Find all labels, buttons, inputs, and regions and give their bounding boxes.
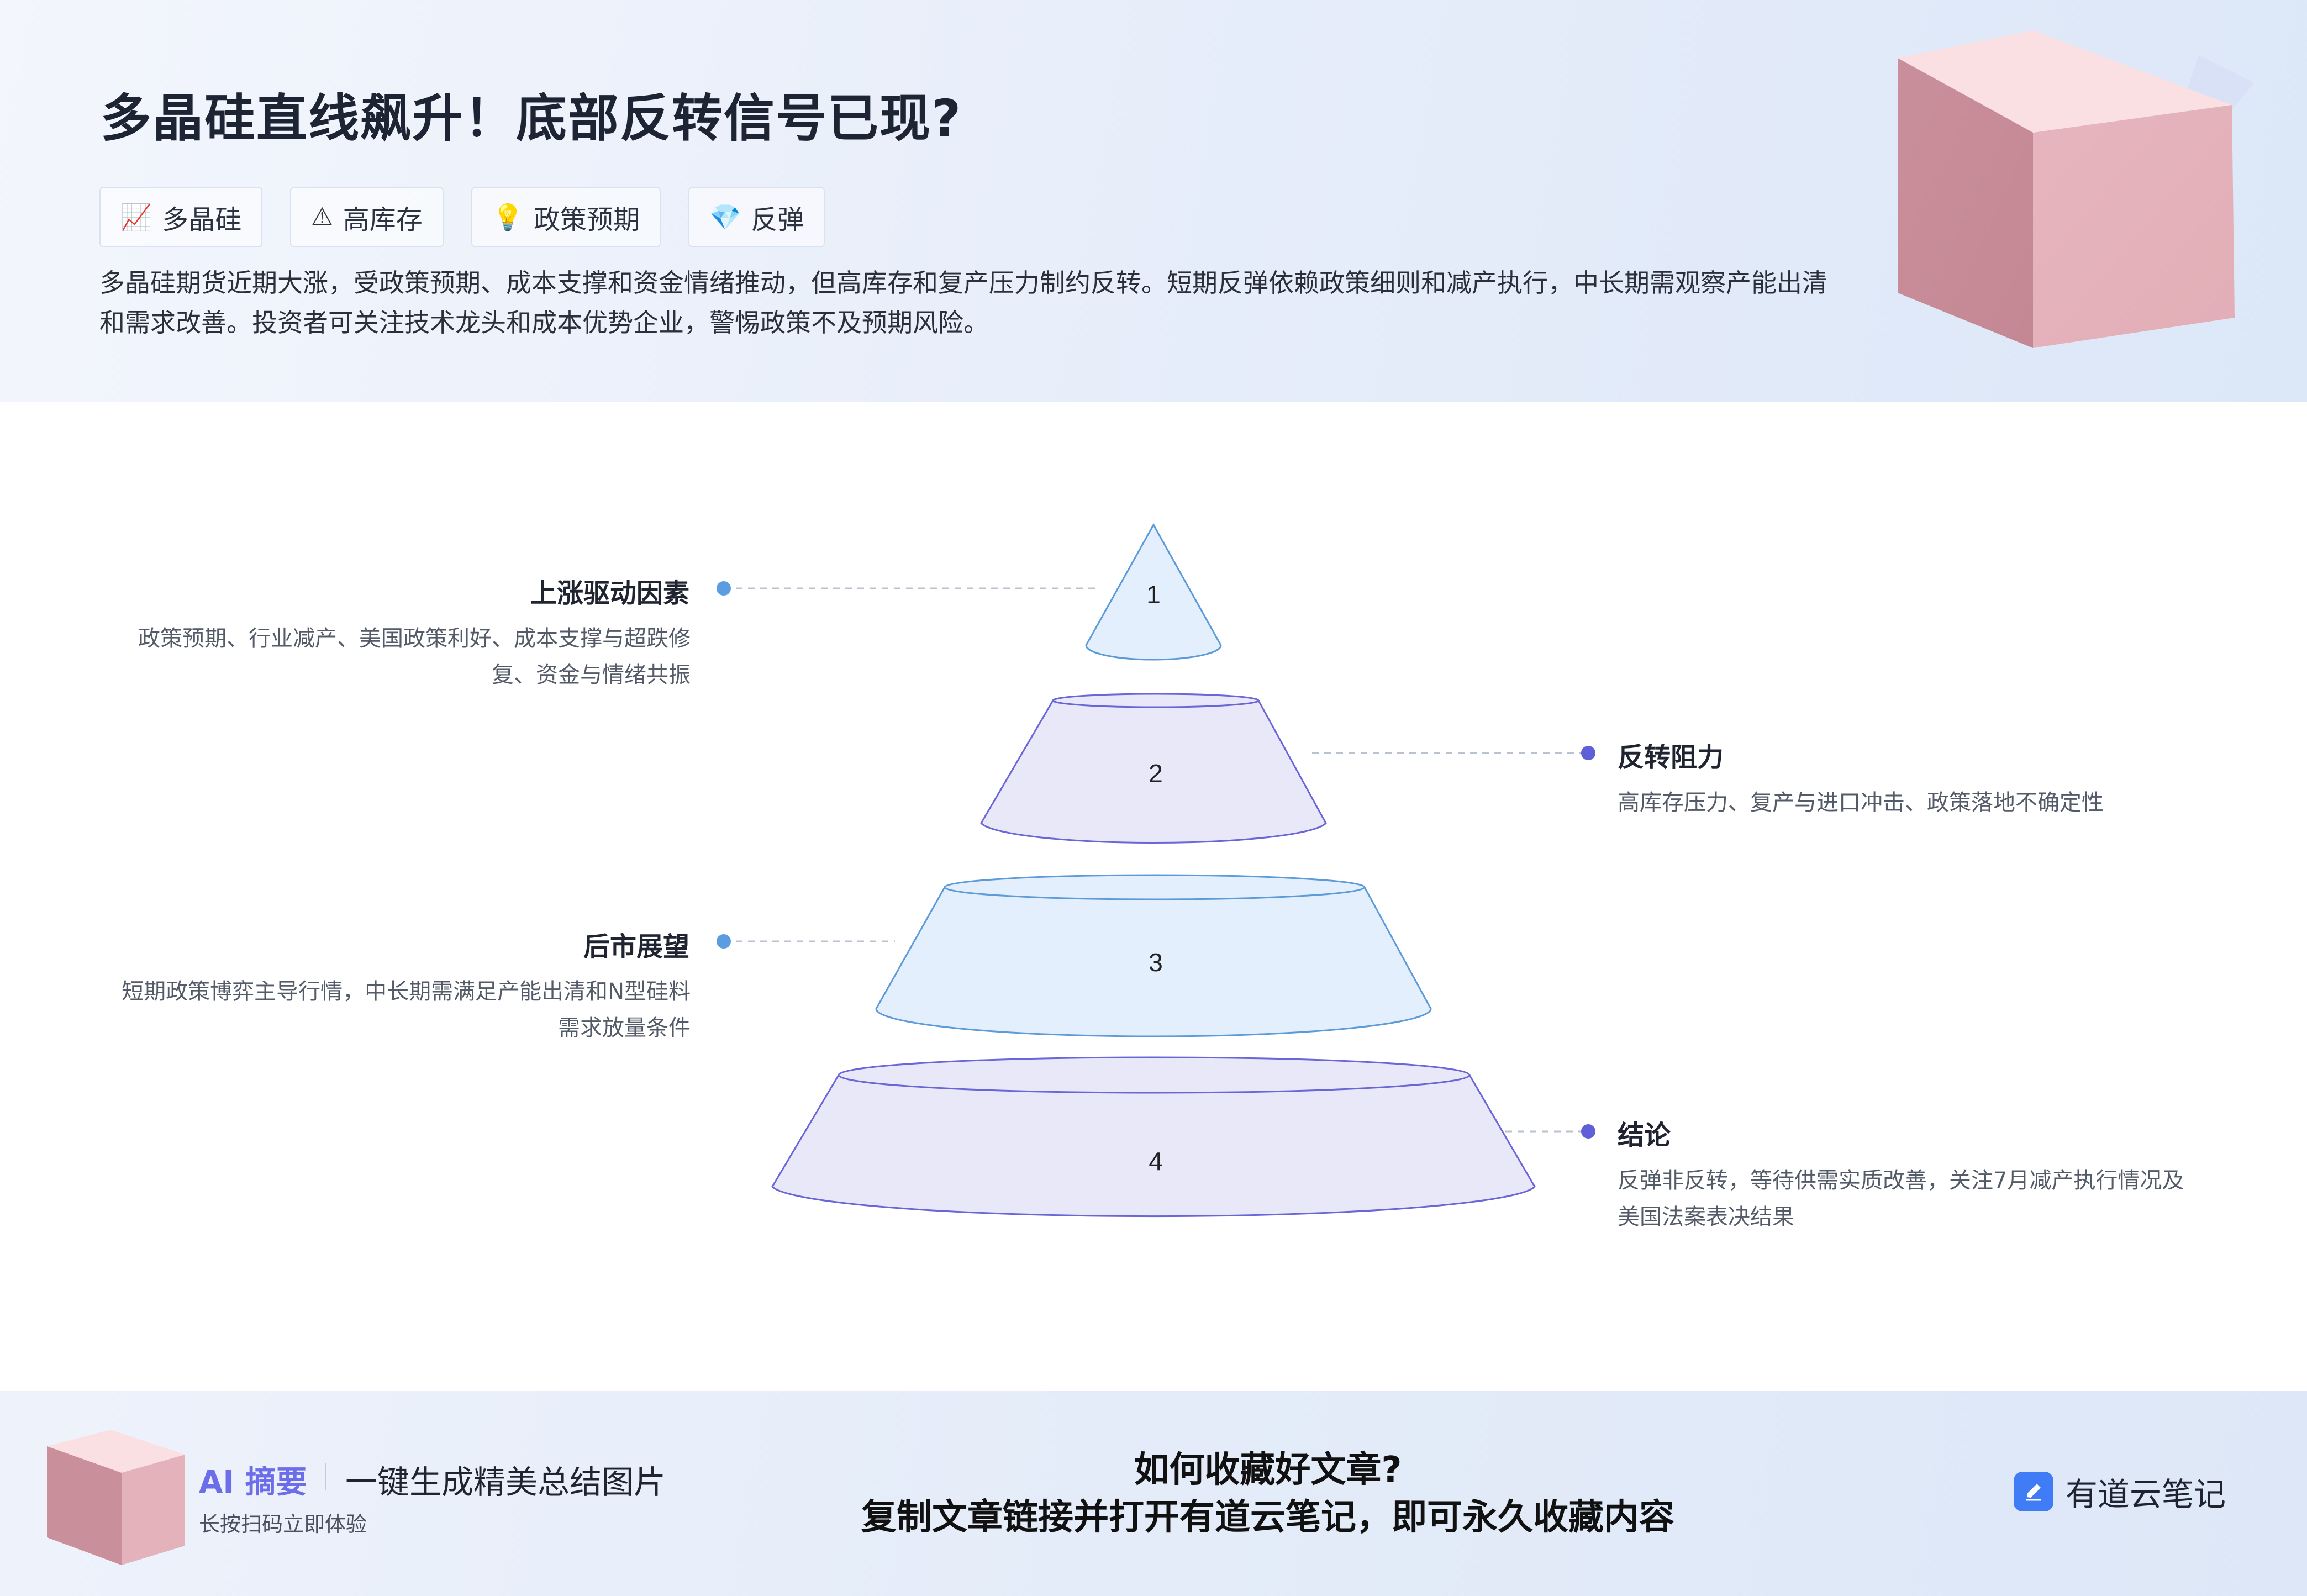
- cube-small-illustration: [47, 1430, 185, 1565]
- level-3-description: 短期政策博弈主导行情，中长期需满足产能出清和N型硅料需求放量条件: [122, 979, 691, 1041]
- tag-label: 政策预期: [534, 204, 640, 235]
- tag-label: 反弹: [751, 204, 804, 235]
- tag-label: 多晶硅: [162, 204, 242, 235]
- level-3-dot: [717, 934, 731, 949]
- pyramid-level-4: [771, 1056, 1536, 1218]
- pyramid-diagram: 1 2 3 4 上涨驱动因素 政策预期、行业减产、美国政策利好、成本支撑与超跌修…: [0, 402, 2307, 1391]
- pyramid-level-2: [980, 693, 1327, 844]
- brand-youdao-note[interactable]: 有道云笔记: [2014, 1468, 2226, 1515]
- level-2-title: 反转阻力: [1618, 742, 1724, 773]
- pyramid-svg: 1 2 3 4: [717, 523, 1595, 1218]
- tag-polysilicon[interactable]: 📈 多晶硅: [99, 187, 263, 247]
- cta-line-2: 复制文章链接并打开有道云笔记，即可永久收藏内容: [861, 1497, 1674, 1538]
- footer-divider: [325, 1463, 326, 1490]
- level-2-number: 2: [1149, 759, 1163, 788]
- level-4-dot: [1581, 1124, 1595, 1139]
- level-4-description: 反弹非反转，等待供需实质改善，关注7月减产执行情况及美国法案表决结果: [1618, 1168, 2184, 1230]
- page-title: 多晶硅直线飙升！底部反转信号已现?: [101, 89, 962, 148]
- footer: AI 摘要 一键生成精美总结图片 长按扫码立即体验 如何收藏好文章? 复制文章链…: [0, 1391, 2307, 1596]
- warning-icon: ⚠: [311, 203, 333, 231]
- level-1-title: 上涨驱动因素: [530, 578, 689, 609]
- lightbulb-icon: 💡: [492, 202, 524, 232]
- level-1-dot: [717, 581, 731, 596]
- brand-name: 有道云笔记: [2066, 1476, 2226, 1513]
- tag-high-inventory[interactable]: ⚠ 高库存: [290, 187, 444, 247]
- level-3-number: 3: [1149, 948, 1163, 977]
- scan-hint: 长按扫码立即体验: [199, 1512, 367, 1536]
- cube-illustration: [1898, 30, 2254, 348]
- level-4-number: 4: [1149, 1147, 1163, 1176]
- gem-icon: 💎: [709, 202, 741, 232]
- save-article-cta: 如何收藏好文章? 复制文章链接并打开有道云笔记，即可永久收藏内容: [718, 1446, 1818, 1541]
- level-2-description: 高库存压力、复产与进口冲击、政策落地不确定性: [1618, 790, 2104, 815]
- pyramid-level-1: [1085, 523, 1222, 661]
- tag-rebound[interactable]: 💎 反弹: [688, 187, 825, 247]
- ai-slogan: 一键生成精美总结图片: [345, 1463, 666, 1501]
- chart-up-icon: 📈: [120, 202, 152, 232]
- header-banner: 多晶硅直线飙升！底部反转信号已现? 📈 多晶硅 ⚠ 高库存 💡 政策预期 💎 反…: [0, 0, 2307, 402]
- ai-summary-logo: AI 摘要: [199, 1465, 307, 1500]
- tag-list: 📈 多晶硅 ⚠ 高库存 💡 政策预期 💎 反弹: [99, 187, 825, 247]
- level-2-dot: [1581, 746, 1595, 760]
- level-1-description: 政策预期、行业减产、美国政策利好、成本支撑与超跌修复、资金与情绪共振: [138, 626, 691, 688]
- cta-line-1: 如何收藏好文章?: [1134, 1450, 1402, 1490]
- level-1-number: 1: [1146, 580, 1161, 609]
- tag-policy-expectation[interactable]: 💡 政策预期: [471, 187, 661, 247]
- youdao-note-icon: [2014, 1472, 2053, 1511]
- level-3-title: 后市展望: [583, 931, 689, 962]
- tag-label: 高库存: [343, 204, 423, 235]
- pyramid-level-3: [875, 874, 1432, 1037]
- summary-text: 多晶硅期货近期大涨，受政策预期、成本支撑和资金情绪推动，但高库存和复产压力制约反…: [99, 268, 1827, 338]
- level-4-title: 结论: [1618, 1120, 1671, 1151]
